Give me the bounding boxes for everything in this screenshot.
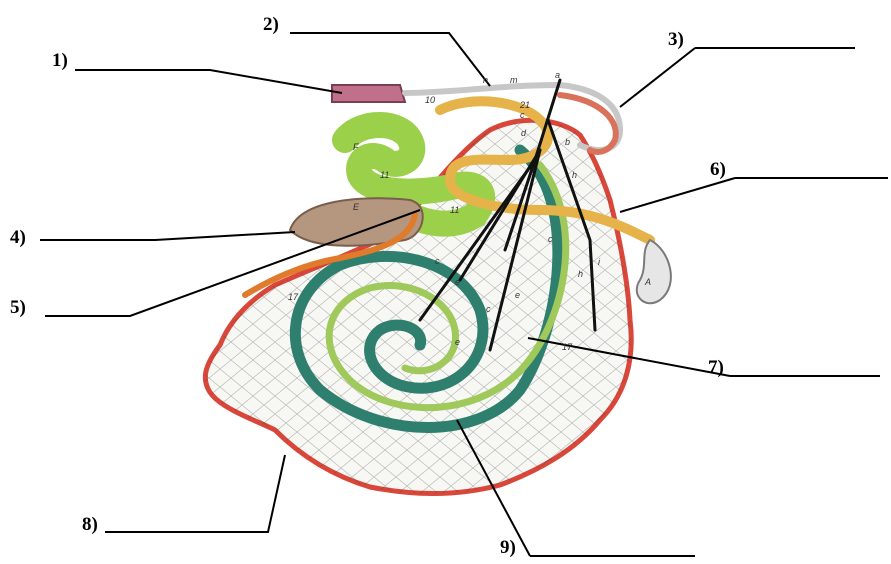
small-label-E: E	[353, 202, 360, 212]
small-label-A: A	[644, 277, 651, 287]
small-label-F: F	[353, 142, 359, 152]
callout-line-1	[75, 70, 342, 93]
small-label-n: n	[483, 75, 488, 85]
small-label-10: 10	[425, 95, 435, 105]
callout-label-5: 5)	[10, 297, 26, 318]
callout-line-6	[620, 178, 888, 212]
callout-line-8	[105, 455, 285, 532]
small-label-c1: c	[520, 110, 525, 120]
small-label-17b: 17	[562, 342, 573, 352]
callout-label-3: 3)	[668, 29, 684, 50]
callout-label-2: 2)	[263, 14, 279, 35]
small-label-21: 21	[519, 100, 530, 110]
rectum	[332, 85, 405, 102]
callout-line-2	[290, 33, 490, 86]
small-label-m: m	[510, 75, 518, 85]
small-label-h2: h	[578, 269, 583, 279]
callout-line-4	[40, 232, 295, 240]
callout-label-1: 1)	[52, 50, 68, 71]
callout-line-3	[620, 48, 855, 107]
small-label-e1: e	[455, 277, 460, 287]
small-label-c3: c	[548, 234, 553, 244]
small-label-h1: h	[572, 170, 577, 180]
small-label-a: a	[555, 70, 560, 80]
small-label-e2: e	[515, 290, 520, 300]
callout-label-7: 7)	[708, 357, 724, 378]
small-label-c4: c	[486, 304, 491, 314]
small-label-c2: c	[435, 256, 440, 266]
small-label-b: b	[565, 137, 570, 147]
callout-label-6: 6)	[710, 159, 726, 180]
callout-label-9: 9)	[500, 537, 516, 558]
small-label-11a: 11	[380, 170, 389, 180]
callout-label-4: 4)	[10, 227, 26, 248]
lymph-node	[637, 240, 671, 303]
small-label-e3: e	[455, 337, 460, 347]
callout-label-8: 8)	[82, 514, 98, 535]
small-label-17a: 17	[288, 292, 299, 302]
small-label-11b: 11	[450, 205, 459, 215]
